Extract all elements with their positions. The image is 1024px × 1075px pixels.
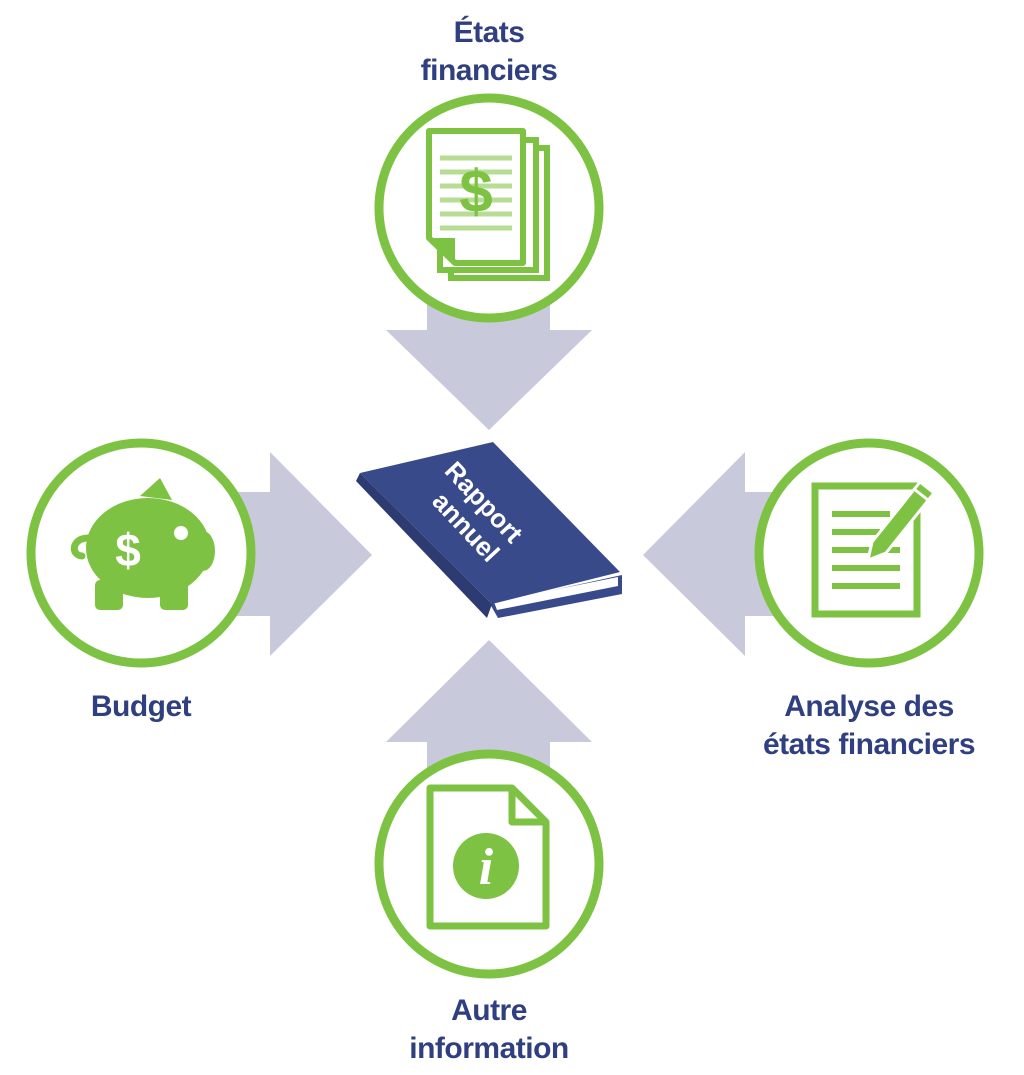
arrows [232, 298, 790, 790]
piggy-bank-icon: $ [70, 478, 215, 610]
annual-report-book: Rapport annuel [356, 442, 622, 618]
node-top-label: États financiers [389, 14, 589, 90]
node-right-label: Analyse des états financiers [744, 688, 994, 764]
book-spine [356, 473, 492, 618]
dollar-glyph-left: $ [115, 524, 141, 576]
node-right-label-line1: Analyse des [784, 690, 954, 723]
arrow-right-from-left [232, 452, 372, 656]
info-glyph: i [479, 839, 494, 896]
node-bottom-label: Autre information [389, 992, 589, 1068]
node-right-label-line2: états financiers [762, 728, 976, 761]
node-top-label-line2: financiers [420, 54, 558, 87]
arrow-left-from-right [643, 452, 790, 656]
node-bottom-label-line2: information [409, 1032, 569, 1065]
node-top: $ [374, 93, 604, 323]
node-left: $ [26, 438, 256, 668]
node-top-label-line1: États [453, 16, 525, 49]
document-pen-icon [811, 480, 936, 618]
book-pages-white [494, 577, 618, 610]
info-document-icon: i [426, 784, 550, 930]
node-left-label-line1: Budget [90, 690, 192, 723]
financial-statements-icon: $ [426, 128, 550, 281]
arrow-up-from-bottom [386, 640, 592, 790]
node-bottom: i [374, 749, 604, 979]
node-bottom-label-line1: Autre [451, 994, 527, 1027]
node-right [754, 438, 984, 668]
dollar-glyph-top: $ [459, 158, 492, 225]
node-left-label: Budget [61, 688, 221, 726]
arrow-down-from-top [386, 298, 592, 430]
book-cover [360, 442, 620, 604]
